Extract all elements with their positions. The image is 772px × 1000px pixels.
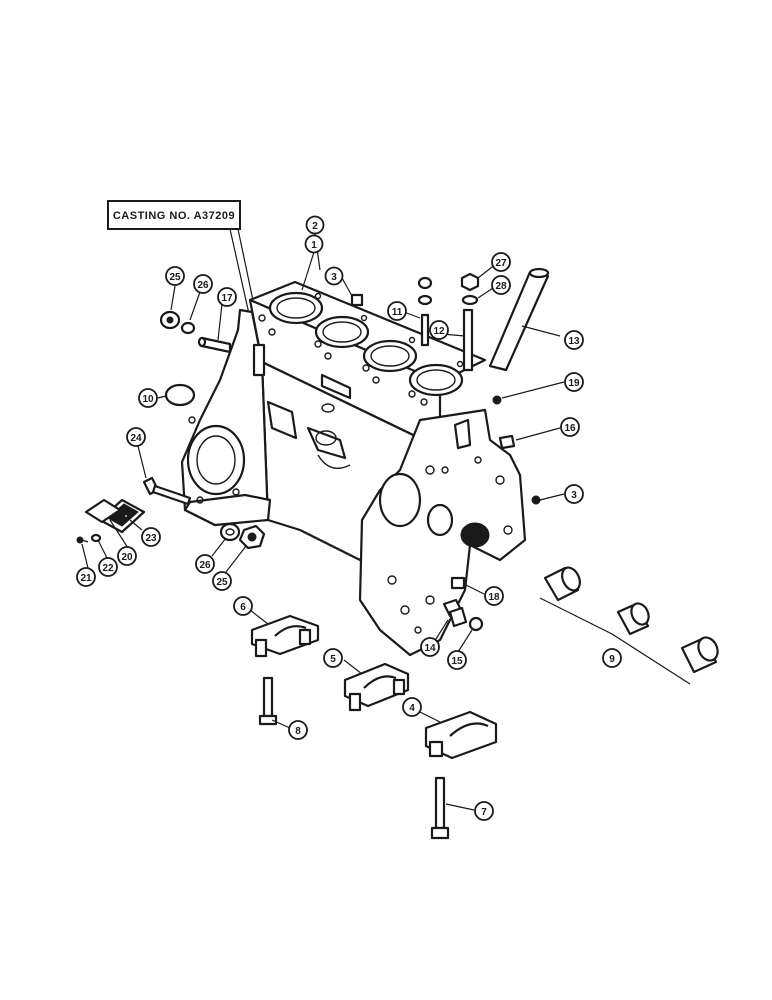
callout-12-text: 12 bbox=[433, 326, 445, 337]
gasket-part-20 bbox=[84, 498, 122, 524]
callout-20-text: 20 bbox=[121, 552, 133, 563]
callout-14: 14 bbox=[420, 637, 440, 657]
callout-16: 16 bbox=[560, 417, 580, 437]
callout-10-text: 10 bbox=[142, 394, 154, 405]
callout-13-text: 13 bbox=[568, 336, 580, 347]
callout-15: 15 bbox=[447, 650, 467, 670]
callout-5: 5 bbox=[323, 648, 343, 668]
callout-1: 1 bbox=[304, 234, 324, 254]
washer-part-26-bottom bbox=[219, 522, 241, 542]
callout-23: 23 bbox=[141, 527, 161, 547]
plug-part-3-top bbox=[350, 293, 364, 307]
callout-25-bottom: 25 bbox=[212, 571, 232, 591]
callout-21: 21 bbox=[76, 567, 96, 587]
washer-part-22 bbox=[90, 533, 102, 543]
callout-8-text: 8 bbox=[295, 726, 301, 737]
callout-12: 12 bbox=[429, 320, 449, 340]
callout-8: 8 bbox=[288, 720, 308, 740]
callout-4: 4 bbox=[402, 697, 422, 717]
callout-4-text: 4 bbox=[409, 703, 415, 714]
callout-28-text: 28 bbox=[495, 281, 507, 292]
callout-9-text: 9 bbox=[609, 654, 615, 665]
callout-1-text: 1 bbox=[311, 240, 317, 251]
callout-7: 7 bbox=[474, 801, 494, 821]
plug-part-3-right bbox=[531, 495, 541, 505]
casting-label-text: CASTING NO. A37209 bbox=[113, 210, 235, 222]
bearing-cap-part-6 bbox=[250, 614, 320, 658]
stud-part-11 bbox=[417, 276, 433, 347]
callout-27-text: 27 bbox=[495, 258, 507, 269]
callout-10: 10 bbox=[138, 388, 158, 408]
callout-6-text: 6 bbox=[240, 602, 246, 613]
callout-17-text: 17 bbox=[221, 293, 233, 304]
callout-2-text: 2 bbox=[312, 221, 318, 232]
callout-5-text: 5 bbox=[330, 654, 336, 665]
callout-26-top: 26 bbox=[193, 274, 213, 294]
plug-part-16 bbox=[498, 434, 516, 450]
bolt-part-24 bbox=[142, 476, 192, 506]
bolt-part-8 bbox=[258, 676, 278, 726]
callout-9: 9 bbox=[602, 648, 622, 668]
callout-21-text: 21 bbox=[80, 573, 92, 584]
callout-3-right-text: 3 bbox=[571, 490, 577, 501]
gasket-part-10 bbox=[164, 383, 196, 407]
callout-22-text: 22 bbox=[102, 563, 114, 574]
nut-part-25-bottom bbox=[238, 524, 266, 550]
callout-17: 17 bbox=[217, 287, 237, 307]
callout-18: 18 bbox=[484, 586, 504, 606]
bearing-cap-part-5 bbox=[343, 662, 410, 712]
callout-7-text: 7 bbox=[481, 807, 487, 818]
cylinder-block bbox=[180, 280, 527, 657]
callout-23-text: 23 bbox=[145, 533, 157, 544]
cam-bearing-set-part-9 bbox=[539, 566, 719, 685]
washer-part-28 bbox=[461, 294, 479, 306]
callout-11-text: 11 bbox=[392, 307, 403, 318]
tube-part-13 bbox=[488, 267, 550, 372]
callout-26-bottom-text: 26 bbox=[199, 560, 211, 571]
callout-25-top-text: 25 bbox=[169, 272, 181, 283]
callout-11: 11 bbox=[387, 301, 407, 321]
washer-part-26-top bbox=[180, 321, 196, 335]
callout-6: 6 bbox=[233, 596, 253, 616]
callout-26-top-text: 26 bbox=[197, 280, 209, 291]
callout-16-text: 16 bbox=[564, 423, 576, 434]
callout-3-top: 3 bbox=[324, 266, 344, 286]
stud-part-17 bbox=[197, 336, 232, 354]
callout-19: 19 bbox=[564, 372, 584, 392]
screw-part-21 bbox=[76, 536, 89, 544]
washer-part-15 bbox=[468, 616, 484, 632]
bolt-part-7 bbox=[430, 776, 450, 840]
callout-15-text: 15 bbox=[451, 656, 463, 667]
callout-24: 24 bbox=[126, 427, 146, 447]
callout-14-text: 14 bbox=[424, 643, 436, 654]
plug-part-18 bbox=[450, 576, 466, 590]
fitting-part-14 bbox=[442, 598, 468, 628]
nut-part-27 bbox=[460, 272, 480, 292]
callout-27: 27 bbox=[491, 252, 511, 272]
callout-2: 2 bbox=[305, 215, 325, 235]
callout-19-text: 19 bbox=[568, 378, 580, 389]
callout-25-bottom-text: 25 bbox=[216, 577, 228, 588]
nut-part-25-top bbox=[159, 310, 181, 330]
callout-24-text: 24 bbox=[130, 433, 142, 444]
callout-20: 20 bbox=[117, 546, 137, 566]
callout-25-top: 25 bbox=[165, 266, 185, 286]
callout-13: 13 bbox=[564, 330, 584, 350]
callout-26-bottom: 26 bbox=[195, 554, 215, 574]
plug-part-19 bbox=[492, 395, 502, 405]
callout-22: 22 bbox=[98, 557, 118, 577]
callout-3-top-text: 3 bbox=[331, 272, 337, 283]
stud-part-12 bbox=[462, 308, 474, 372]
bearing-cap-part-4 bbox=[424, 710, 498, 760]
callout-18-text: 18 bbox=[488, 592, 500, 603]
callout-3-right: 3 bbox=[564, 484, 584, 504]
callout-28: 28 bbox=[491, 275, 511, 295]
leader-lines bbox=[81, 233, 565, 811]
casting-label: CASTING NO. A37209 bbox=[107, 200, 269, 373]
